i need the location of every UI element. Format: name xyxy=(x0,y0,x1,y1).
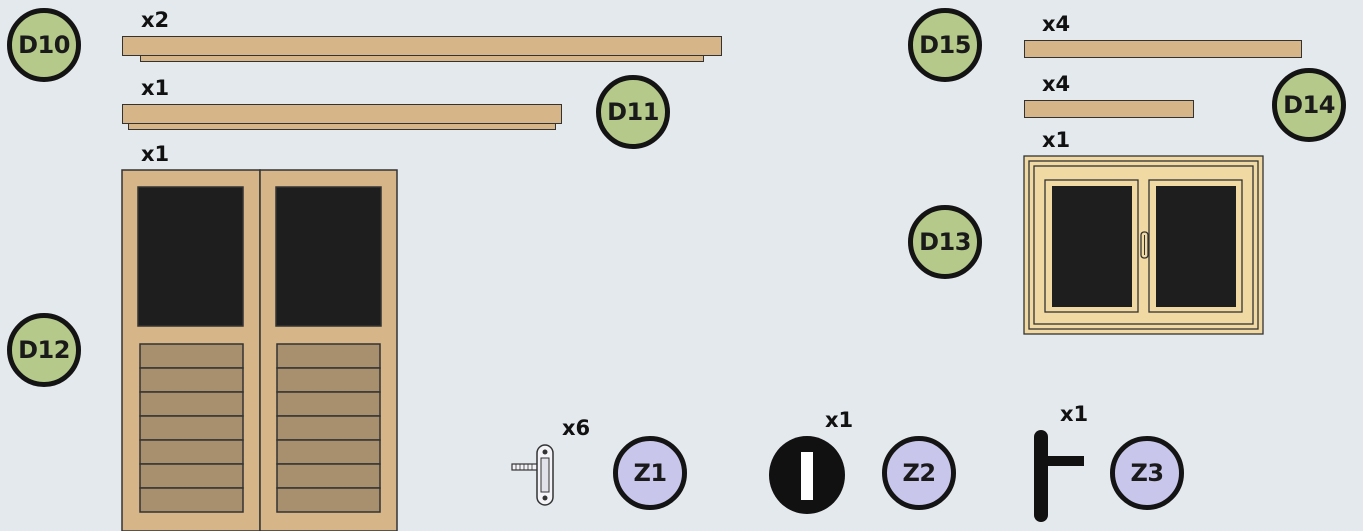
d13-quantity: x1 xyxy=(1042,128,1071,152)
d14-badge: D14 xyxy=(1272,68,1346,142)
d11-badge: D11 xyxy=(596,75,670,149)
d15-badge: D15 xyxy=(908,8,982,82)
d12-badge: D12 xyxy=(7,313,81,387)
d10-board-bottom xyxy=(140,55,704,62)
z2-quantity: x1 xyxy=(825,408,854,432)
d15-board xyxy=(1024,40,1302,58)
z1-quantity: x6 xyxy=(562,416,591,440)
d14-quantity: x4 xyxy=(1042,72,1071,96)
z2-badge: Z2 xyxy=(882,436,956,510)
d10-badge: D10 xyxy=(7,8,81,82)
z3-quantity: x1 xyxy=(1060,402,1089,426)
d14-board xyxy=(1024,100,1194,118)
d11-quantity: x1 xyxy=(141,76,170,100)
z1-badge: Z1 xyxy=(613,436,687,510)
d13-badge: D13 xyxy=(908,205,982,279)
d10-quantity: x2 xyxy=(141,8,170,32)
d15-quantity: x4 xyxy=(1042,12,1071,36)
d12-quantity: x1 xyxy=(141,142,170,166)
z3-badge: Z3 xyxy=(1110,436,1184,510)
d11-board-bottom xyxy=(128,123,556,130)
